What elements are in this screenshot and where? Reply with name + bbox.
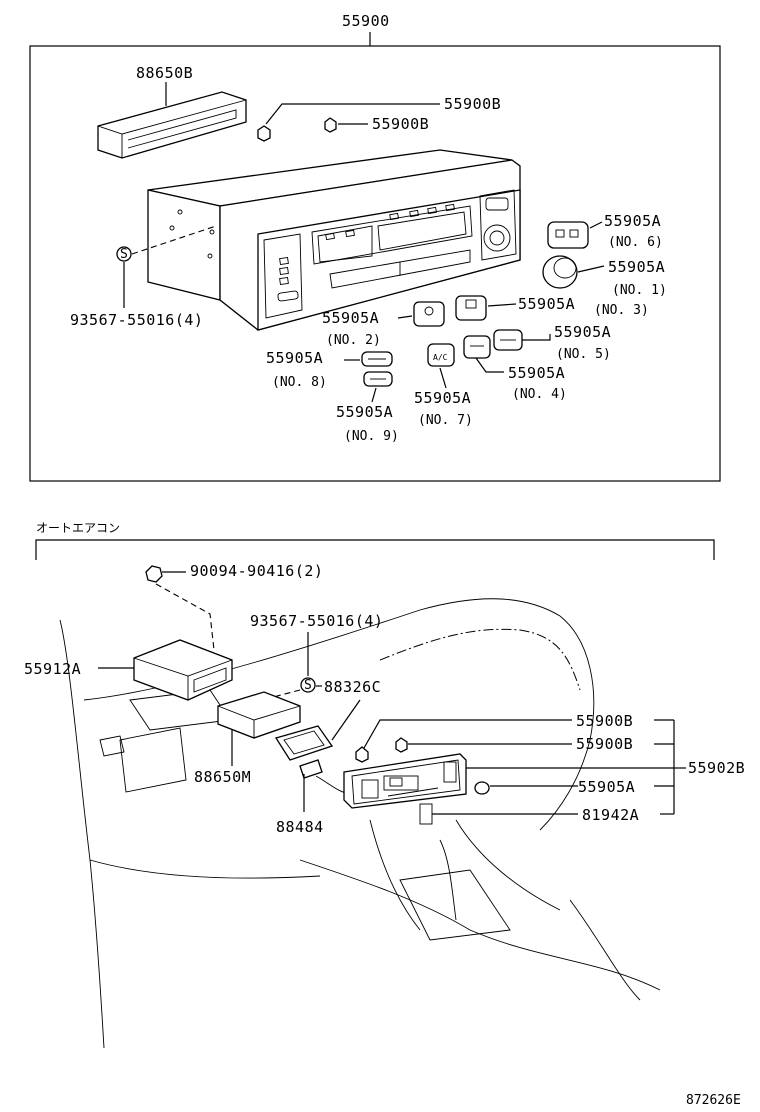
button-no8-drawing xyxy=(361,351,393,367)
button-no9-drawing xyxy=(363,371,393,387)
label-88650B: 88650B xyxy=(136,64,193,82)
label-93567-b: 93567-55016(4) xyxy=(250,612,383,630)
leader-line xyxy=(439,367,447,389)
part-88650M-drawing xyxy=(217,691,301,739)
sub-no5: (NO. 5) xyxy=(556,347,611,362)
leader-line xyxy=(363,719,572,749)
leader-line xyxy=(522,334,551,341)
bracket-55902B xyxy=(466,719,686,815)
label-93567: 93567-55016(4) xyxy=(70,311,203,329)
label-55905A-no5: 55905A xyxy=(554,323,611,341)
sub-no7: (NO. 7) xyxy=(418,413,473,428)
leader-line xyxy=(577,265,605,273)
leader-line xyxy=(397,315,413,319)
sub-no8: (NO. 8) xyxy=(272,375,327,390)
knob-drawing xyxy=(474,781,490,795)
sub-no1: (NO. 1) xyxy=(612,283,667,298)
label-55905A-no3: 55905A xyxy=(518,295,575,313)
label-55905A-no9: 55905A xyxy=(336,403,393,421)
leader-line xyxy=(371,387,377,403)
label-81942A: 81942A xyxy=(582,806,639,824)
leader-line xyxy=(265,103,440,125)
button-no2-drawing xyxy=(413,301,445,327)
label-55905A-b: 55905A xyxy=(578,778,635,796)
knob-no1-drawing xyxy=(542,255,578,289)
label-55905A-no2: 55905A xyxy=(322,309,379,327)
installed-control-panel-drawing xyxy=(343,753,467,825)
leader-line xyxy=(589,221,603,229)
label-90094: 90094-90416(2) xyxy=(190,562,323,580)
leader-line xyxy=(487,303,517,307)
sub-no6: (NO. 6) xyxy=(608,235,663,250)
label-55905A-no7: 55905A xyxy=(414,389,471,407)
dashed-leader xyxy=(131,225,217,255)
part-88326C-drawing xyxy=(274,725,334,761)
button-no3-drawing xyxy=(455,295,487,321)
sub-no9: (NO. 9) xyxy=(344,429,399,444)
label-88326C: 88326C xyxy=(324,678,381,696)
label-55902B: 55902B xyxy=(688,759,745,777)
label-55905A-no1: 55905A xyxy=(608,258,665,276)
dashed-leader xyxy=(155,583,215,651)
label-55912A: 55912A xyxy=(24,660,81,678)
label-55900B-d: 55900B xyxy=(576,735,633,753)
button-no6-drawing xyxy=(547,221,589,249)
svg-text:S: S xyxy=(120,247,128,262)
button-no4-drawing xyxy=(463,335,491,359)
svg-text:S: S xyxy=(304,678,312,693)
clip-drawing xyxy=(257,117,337,142)
figure-code: 872626E xyxy=(686,1093,741,1108)
label-88484: 88484 xyxy=(276,818,324,836)
assembly-number: 55900 xyxy=(342,12,390,30)
clip-drawing xyxy=(355,737,408,763)
section-title: オートエアコン xyxy=(36,521,120,535)
sub-no4: (NO. 4) xyxy=(512,387,567,402)
button-no5-drawing xyxy=(493,329,523,351)
part-88484-drawing xyxy=(299,759,351,795)
button-no7-drawing: A/C xyxy=(427,343,455,367)
svg-text:A/C: A/C xyxy=(433,353,448,362)
label-55905A-no4: 55905A xyxy=(508,364,565,382)
sub-no2: (NO. 2) xyxy=(326,333,381,348)
leader-line xyxy=(331,699,361,741)
label-55900B-c: 55900B xyxy=(576,712,633,730)
section-bracket xyxy=(35,539,715,560)
screw-symbol: S xyxy=(300,677,316,693)
assembly-frame xyxy=(29,45,721,482)
screw-symbol: S xyxy=(116,246,132,262)
sub-no3: (NO. 3) xyxy=(594,303,649,318)
clip-90094-drawing xyxy=(145,565,163,583)
part-88650B-drawing xyxy=(97,91,247,159)
label-55905A-no6: 55905A xyxy=(604,212,661,230)
climate-control-unit-drawing xyxy=(147,149,521,331)
part-55912A-drawing xyxy=(133,639,233,701)
label-55905A-no8: 55905A xyxy=(266,349,323,367)
label-88650M: 88650M xyxy=(194,768,251,786)
leader-line xyxy=(475,357,504,373)
label-55900B-b: 55900B xyxy=(372,115,429,133)
label-55900B-a: 55900B xyxy=(444,95,501,113)
